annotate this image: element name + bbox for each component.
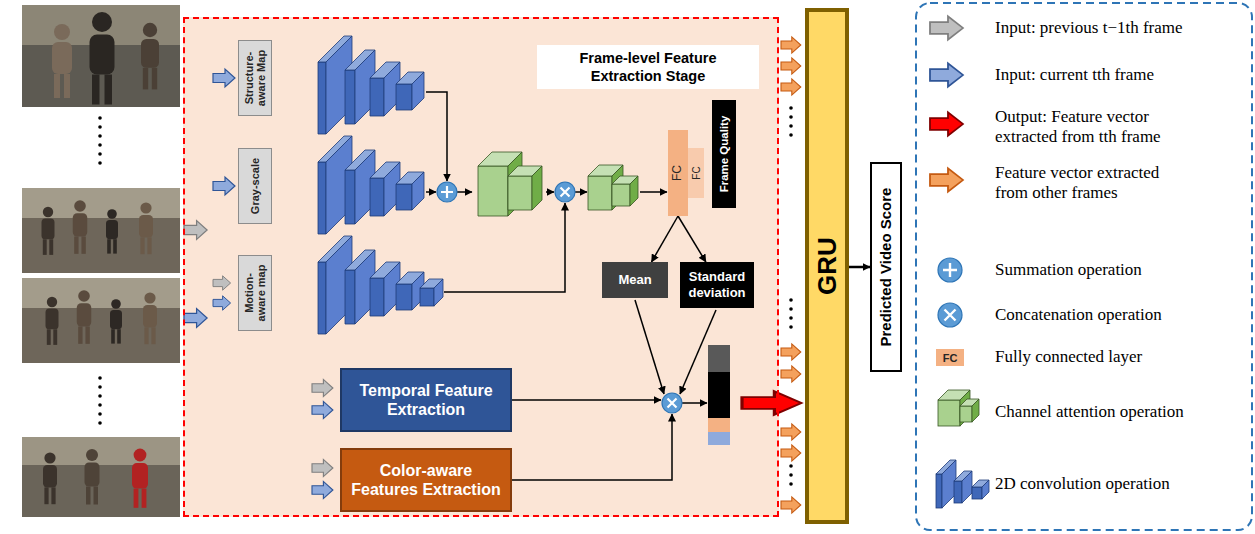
- convolution-stack: [318, 36, 443, 334]
- connector: [678, 216, 706, 262]
- region-title: Frame-level Feature Extraction Stage: [537, 45, 759, 89]
- legend-text: Channel attention operation: [995, 402, 1250, 422]
- legend-text: Output: Feature vector extracted from tt…: [995, 107, 1200, 146]
- fc-layer: FC: [668, 130, 688, 216]
- node-label: GRU: [813, 12, 842, 520]
- video-frame: [22, 278, 180, 363]
- video-frame: [22, 437, 180, 517]
- legend-text: Summation operation: [995, 260, 1250, 280]
- input-map-box: Motion-aware map: [238, 255, 272, 331]
- input-map-box: Structure-aware Map: [238, 40, 272, 116]
- video-frame: [22, 5, 180, 107]
- legend-text: Feature vector extracted from other fram…: [995, 163, 1185, 202]
- legend-text: Fully connected layer: [995, 347, 1250, 367]
- legend-frame: [916, 3, 1252, 530]
- legend-samples: [936, 258, 989, 508]
- node-label: Predicted Video Score: [878, 166, 895, 368]
- connector: [849, 266, 870, 269]
- node-label: Mean: [618, 272, 651, 288]
- connector: [652, 216, 679, 262]
- legend-text: Input: previous t−1th frame: [995, 18, 1250, 38]
- channel-attention-cube: [478, 152, 638, 216]
- module-box: Color-aware Features Extraction: [340, 448, 512, 512]
- layer-label: FC: [936, 349, 964, 366]
- region-fill: [183, 17, 779, 517]
- node-label: Frame Quality: [718, 104, 731, 204]
- feature-stage-region: Frame-level Feature Extraction Stage Stru…: [183, 17, 779, 517]
- node-label: FC: [691, 152, 702, 194]
- video-frame: [22, 188, 180, 273]
- legend-text: Input: current tth frame: [995, 65, 1250, 85]
- node-label: Temporal Feature Extraction: [347, 381, 505, 419]
- feature-vector-bar: [708, 345, 730, 445]
- node-label: Color-aware Features Extraction: [347, 461, 505, 499]
- legend-text: 2D convolution operation: [995, 474, 1250, 494]
- statistic-box: Standard deviation: [680, 262, 754, 308]
- legend-text: Concatenation operation: [995, 305, 1250, 325]
- node-label: FC: [671, 134, 684, 212]
- fc-layer: FC: [688, 148, 704, 198]
- node-label: Motion-aware map: [243, 259, 267, 327]
- node-label: Standard deviation: [685, 269, 749, 300]
- gru-block: GRU: [805, 8, 849, 524]
- module-box: Temporal Feature Extraction: [340, 368, 512, 432]
- node-label: Structure-aware Map: [243, 44, 267, 112]
- frame-quality-box: Frame Quality: [712, 100, 736, 208]
- statistic-box: Mean: [602, 262, 668, 298]
- output-box: Predicted Video Score: [870, 162, 902, 372]
- input-map-box: Gray-scale: [238, 148, 272, 224]
- node-label: Gray-scale: [249, 152, 261, 220]
- ellipsis-dots: [98, 106, 793, 486]
